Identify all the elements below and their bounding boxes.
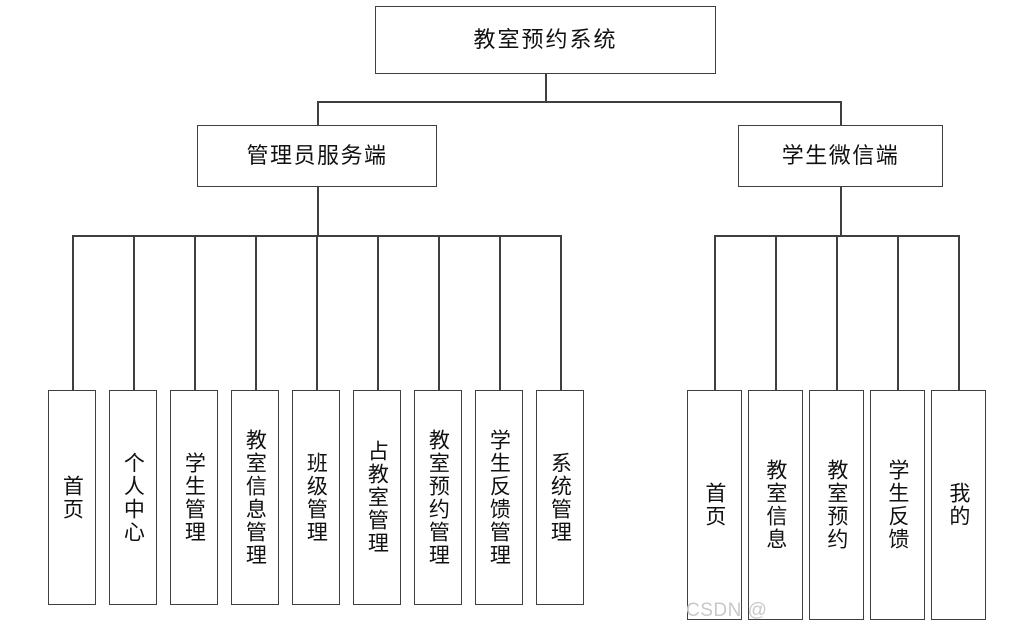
- node-label: 教室预约管理: [426, 428, 451, 567]
- connector-admin-drop-1: [72, 235, 74, 390]
- connector-drop-admin: [317, 101, 319, 126]
- connector-admin-drop-8: [499, 235, 501, 390]
- node-leaf-admin-classroom-info-management[interactable]: 教室信息管理: [231, 390, 279, 605]
- node-label: 首页: [60, 474, 85, 521]
- connector-student-stem: [840, 187, 842, 236]
- node-label: 管理员服务端: [246, 142, 388, 168]
- node-leaf-student-classroom-reservation[interactable]: 教室预约: [809, 390, 864, 620]
- connector-admin-drop-5: [316, 235, 318, 390]
- node-label: 学生反馈: [885, 459, 910, 551]
- node-label: 我的: [946, 482, 971, 528]
- node-label: 教室信息管理: [243, 428, 268, 567]
- node-leaf-admin-reservation-management[interactable]: 教室预约管理: [414, 390, 462, 605]
- node-root-system[interactable]: 教室预约系统: [375, 6, 716, 74]
- connector-admin-drop-3: [194, 235, 196, 390]
- connector-student-drop-4: [897, 235, 899, 390]
- connector-drop-student: [840, 101, 842, 126]
- connector-admin-drop-2: [133, 235, 135, 390]
- node-leaf-student-classroom-info[interactable]: 教室信息: [748, 390, 803, 620]
- node-leaf-student-feedback[interactable]: 学生反馈: [870, 390, 925, 620]
- node-leaf-admin-class-management[interactable]: 班级管理: [292, 390, 340, 605]
- connector-admin-drop-9: [560, 235, 562, 390]
- node-label: 教室信息: [763, 459, 788, 551]
- node-branch-student[interactable]: 学生微信端: [738, 125, 943, 187]
- node-leaf-admin-home[interactable]: 首页: [48, 390, 96, 605]
- node-leaf-admin-feedback-management[interactable]: 学生反馈管理: [475, 390, 523, 605]
- connector-root-stem: [545, 74, 547, 102]
- node-label: 首页: [702, 482, 727, 528]
- node-label: 教室预约: [824, 459, 849, 551]
- node-branch-admin[interactable]: 管理员服务端: [197, 125, 437, 187]
- node-label: 占教室管理: [365, 440, 390, 555]
- node-leaf-student-mine[interactable]: 我的: [931, 390, 986, 620]
- connector-student-drop-3: [836, 235, 838, 390]
- connector-admin-stem: [317, 187, 319, 236]
- node-label: 学生微信端: [781, 142, 900, 168]
- connector-admin-drop-4: [255, 235, 257, 390]
- node-leaf-admin-student-management[interactable]: 学生管理: [170, 390, 218, 605]
- connector-student-drop-2: [775, 235, 777, 390]
- node-leaf-student-home[interactable]: 首页: [687, 390, 742, 620]
- connector-admin-drop-6: [377, 235, 379, 390]
- node-leaf-admin-occupied-classroom-management[interactable]: 占教室管理: [353, 390, 401, 605]
- node-label: 学生反馈管理: [487, 428, 512, 567]
- node-label: 教室预约系统: [473, 26, 618, 52]
- node-label: 学生管理: [182, 451, 207, 544]
- connector-level2-bus: [317, 101, 841, 103]
- node-label: 班级管理: [304, 451, 329, 544]
- connector-admin-drop-7: [438, 235, 440, 390]
- node-leaf-admin-system-management[interactable]: 系统管理: [536, 390, 584, 605]
- node-leaf-admin-personal-center[interactable]: 个人中心: [109, 390, 157, 605]
- connector-student-drop-1: [714, 235, 716, 390]
- node-label: 系统管理: [548, 451, 573, 544]
- node-label: 个人中心: [121, 451, 146, 544]
- connector-student-drop-5: [958, 235, 960, 390]
